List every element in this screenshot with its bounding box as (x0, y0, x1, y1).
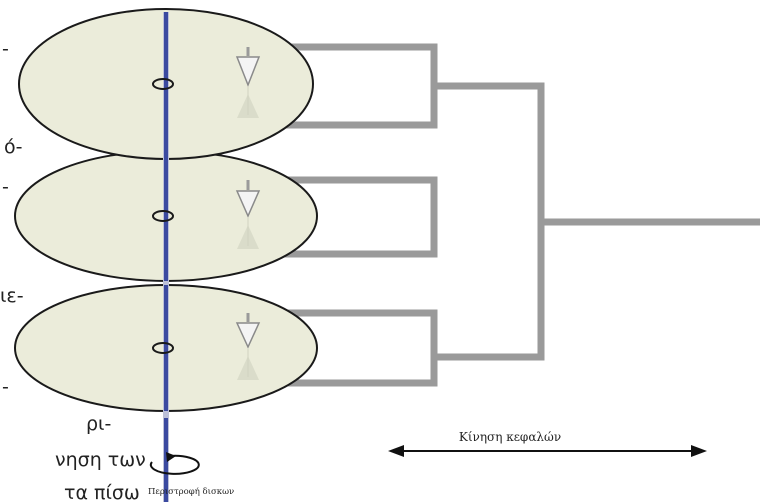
cutoff-text-line-8: τα πίσω (64, 482, 140, 502)
read-write-heads (235, 47, 261, 380)
rotation-arrow-icon (149, 452, 200, 475)
arm-pair-1 (248, 43, 438, 129)
head-movement-label: Κίνηση κεφαλών (459, 430, 561, 444)
actuator-arm-assembly (248, 43, 760, 387)
head-movement-arrow-icon (388, 445, 707, 457)
hub-2 (152, 210, 174, 222)
head-1-icon (235, 47, 261, 118)
cutoff-text-line-5: - (2, 376, 9, 398)
cutoff-text-line-6: ρι- (86, 413, 112, 435)
cutoff-text-line-3: - (2, 176, 9, 198)
cutoff-text-line-2: ό- (4, 136, 23, 158)
cutoff-text-line-7: νηση των (55, 449, 146, 471)
spindle-hubs (152, 78, 174, 354)
head-2-icon (235, 180, 261, 249)
cutoff-text-line-1: - (2, 38, 9, 60)
head-3-icon (235, 313, 261, 380)
arm-pair-2 (248, 176, 438, 258)
arm-pair-3 (248, 309, 438, 387)
cutoff-text-line-4: ιε- (0, 285, 24, 307)
disk-rotation-label: Περιστροφή δισκων (148, 486, 234, 497)
arm-spine (434, 82, 545, 361)
hub-1 (152, 78, 174, 90)
hub-3 (152, 342, 174, 354)
